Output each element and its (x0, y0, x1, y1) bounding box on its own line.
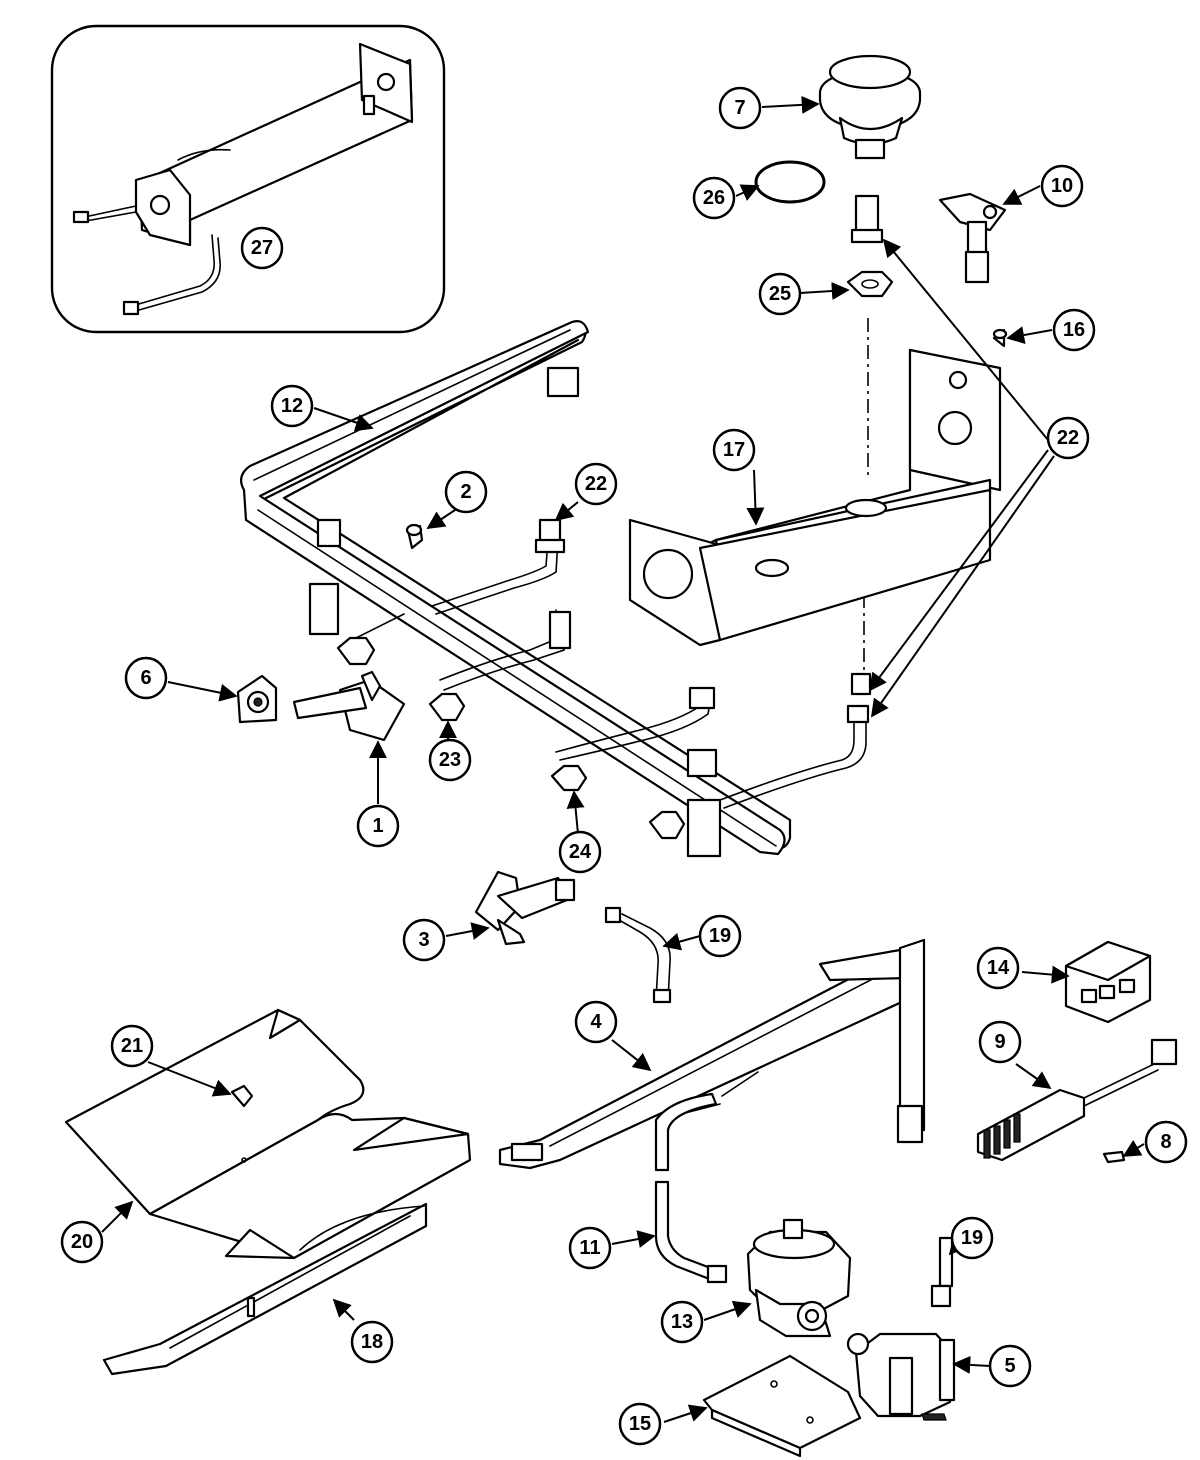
callout-label: 18 (361, 1331, 383, 1353)
callout-label: 12 (281, 395, 303, 417)
inset-panel (50, 24, 446, 334)
callout-label: 9 (994, 1031, 1005, 1053)
callout-3: 3 (402, 918, 446, 962)
tube-11-drawing (654, 1092, 728, 1284)
callout-22-right: 22 (1046, 416, 1090, 460)
broil-baffle-drawing (64, 1008, 472, 1376)
callout-4: 4 (574, 1000, 618, 1044)
callout-9: 9 (978, 1020, 1022, 1064)
callout-label: 16 (1063, 319, 1085, 341)
screw-8-drawing (1102, 1150, 1126, 1164)
callout-label: 25 (769, 283, 791, 305)
callout-26: 26 (692, 176, 736, 220)
callout-label: 6 (140, 667, 151, 689)
callout-label: 8 (1160, 1131, 1171, 1153)
callout-13: 13 (660, 1300, 704, 1344)
nuts-drawing (336, 636, 686, 840)
callout-label: 5 (1004, 1355, 1015, 1377)
callout-8: 8 (1144, 1120, 1188, 1164)
callout-label: 14 (987, 957, 1010, 979)
callout-label: 17 (723, 439, 745, 461)
burner-cap-drawing (818, 54, 922, 672)
callout-11: 11 (568, 1226, 612, 1270)
regulator-drawing (746, 1218, 852, 1338)
callout-10: 10 (1040, 164, 1084, 208)
callout-16: 16 (1052, 308, 1096, 352)
callout-label: 22 (1057, 427, 1079, 449)
callout-12: 12 (270, 384, 314, 428)
callout-6: 6 (124, 656, 168, 700)
callout-19-upper: 19 (698, 914, 742, 958)
callout-label: 10 (1051, 175, 1073, 197)
oven-burner-drawing (498, 938, 926, 1170)
callout-label: 2 (460, 481, 471, 503)
o-ring-drawing (754, 160, 826, 204)
callout-label: 27 (251, 237, 273, 259)
callout-24: 24 (558, 830, 602, 874)
leader-lines (101, 95, 1145, 1423)
callout-label: 13 (671, 1311, 693, 1333)
callout-label: 20 (71, 1231, 93, 1253)
callout-22-center: 22 (574, 462, 618, 506)
callout-1: 1 (356, 804, 400, 848)
igniter-drawing (976, 1038, 1178, 1162)
callout-label: 23 (439, 749, 461, 771)
callout-label: 22 (585, 473, 607, 495)
callout-14: 14 (976, 946, 1020, 990)
callout-label: 19 (709, 925, 731, 947)
orifice-holder-drawing (474, 870, 576, 946)
callout-21: 21 (110, 1024, 154, 1068)
safety-valve-drawing (846, 1332, 956, 1421)
callout-23: 23 (428, 738, 472, 782)
spark-module-drawing (1064, 940, 1152, 1024)
callout-2: 2 (444, 470, 488, 514)
callout-label: 4 (590, 1011, 602, 1033)
callout-15: 15 (618, 1402, 662, 1446)
callout-label: 7 (734, 97, 745, 119)
callout-label: 1 (372, 815, 383, 837)
burner-bracket-drawing (628, 348, 1002, 647)
callout-5: 5 (988, 1344, 1032, 1388)
screw-16-drawing (992, 328, 1008, 348)
callout-label: 26 (703, 187, 725, 209)
callout-20: 20 (60, 1220, 104, 1264)
manifold-tube-drawing (239, 320, 792, 858)
valve-1-drawing (236, 670, 406, 742)
callout-label: 24 (569, 841, 592, 863)
callout-label: 3 (418, 929, 429, 951)
callout-label: 19 (961, 1227, 983, 1249)
electrode-drawing (938, 192, 1007, 284)
callout-17: 17 (712, 428, 756, 472)
mounting-bracket-drawing (702, 1354, 862, 1458)
callout-19-lower: 19 (950, 1216, 994, 1260)
callout-label: 15 (629, 1413, 651, 1435)
callout-27: 27 (240, 226, 284, 270)
callout-25: 25 (758, 272, 802, 316)
callout-18: 18 (350, 1320, 394, 1364)
callout-7: 7 (718, 86, 762, 130)
callout-label: 21 (121, 1035, 143, 1057)
callout-label: 11 (579, 1237, 600, 1259)
screw-2-drawing (405, 523, 424, 550)
